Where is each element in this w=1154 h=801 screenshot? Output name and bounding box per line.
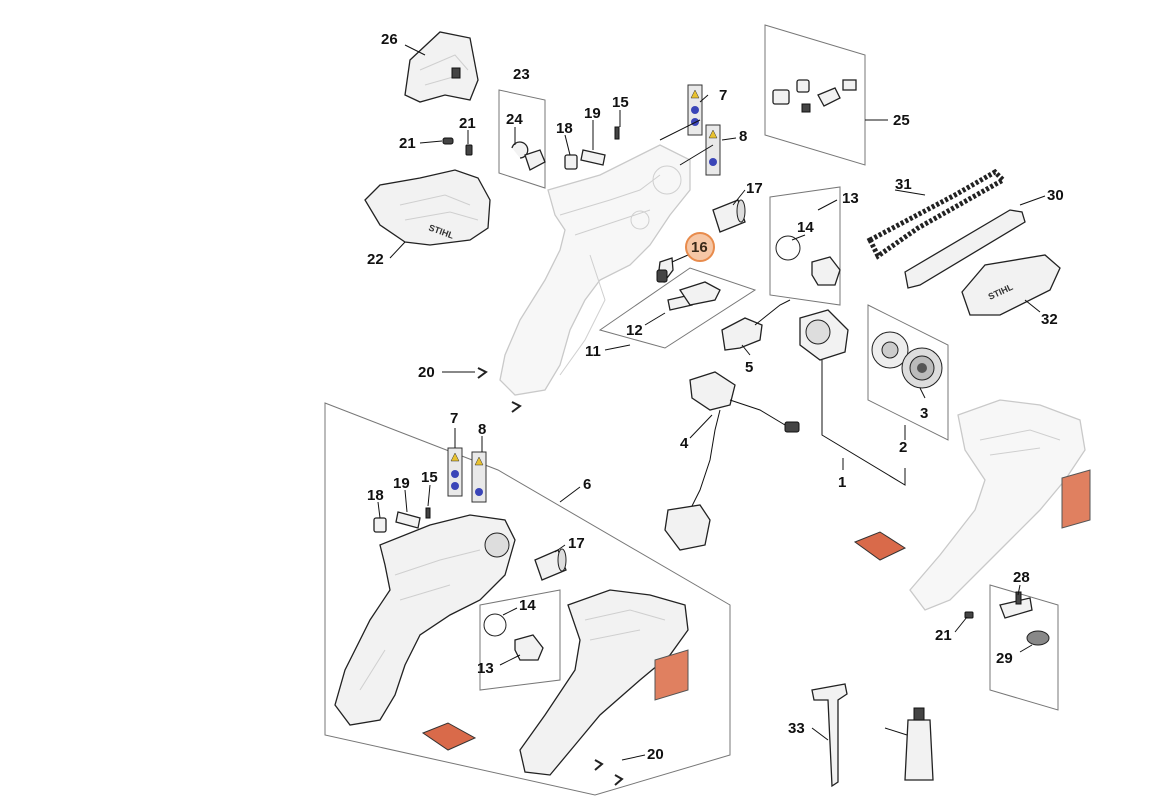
part-8-label-strip bbox=[705, 124, 721, 176]
label-8: 8 bbox=[739, 128, 747, 145]
label-7-bottom: 7 bbox=[450, 410, 458, 427]
label-22: 22 bbox=[367, 251, 384, 268]
label-4: 4 bbox=[680, 435, 689, 452]
decal-bottom-1 bbox=[654, 649, 689, 701]
label-6: 6 bbox=[583, 476, 591, 493]
part-7-label-strip bbox=[687, 84, 703, 136]
label-11: 11 bbox=[585, 343, 601, 360]
label-14: 14 bbox=[797, 219, 814, 236]
part-33-grease-tube bbox=[904, 707, 934, 781]
ghost-housing-top bbox=[499, 144, 691, 396]
label-17-bottom: 17 bbox=[568, 535, 585, 552]
frame-13-bottom bbox=[479, 589, 561, 691]
label-15-bottom: 15 bbox=[421, 469, 438, 486]
label-20-bottom: 20 bbox=[647, 746, 664, 763]
frame-13-top bbox=[769, 186, 841, 306]
part-14-ring-bottom bbox=[483, 613, 544, 661]
label-31: 32 bbox=[1041, 311, 1058, 328]
part-31-bar-cover: STIHL bbox=[961, 254, 1061, 316]
part-5-switch bbox=[721, 299, 791, 351]
part-30-chain bbox=[866, 168, 1008, 260]
part-22-side-cover: STIHL bbox=[364, 169, 491, 246]
label-14-bottom: 14 bbox=[519, 597, 536, 614]
part-18-bolt-bottom bbox=[373, 517, 387, 533]
part-24-clip bbox=[511, 141, 546, 171]
part-3-sprocket bbox=[871, 331, 943, 389]
part-19-pin-bottom bbox=[395, 511, 421, 529]
callout-labels: 26 23 21 21 24 18 19 15 7 8 22 17 13 14 … bbox=[367, 31, 1064, 763]
label-1: 1 bbox=[838, 474, 846, 491]
frame-2 bbox=[867, 304, 949, 441]
label-7: 7 bbox=[719, 87, 727, 104]
label-21b: 21 bbox=[459, 115, 476, 132]
part-32-wrench bbox=[811, 683, 848, 788]
part-7-label-strip-bottom bbox=[447, 447, 463, 497]
label-2: 2 bbox=[899, 439, 907, 456]
part-15-pin-bottom bbox=[425, 507, 431, 519]
part-17-sleeve bbox=[712, 199, 746, 233]
label-19-bottom: 19 bbox=[393, 475, 410, 492]
label-13: 13 bbox=[842, 190, 859, 207]
label-21-right: 21 bbox=[935, 627, 952, 644]
part-28-cap bbox=[1026, 630, 1050, 646]
label-28: 29 bbox=[996, 650, 1013, 667]
housing-bottom-left bbox=[334, 514, 516, 726]
decal-right-2 bbox=[853, 531, 907, 561]
label-23: 23 bbox=[513, 66, 530, 83]
part-14-ring bbox=[775, 235, 841, 286]
part-17-sleeve-bottom bbox=[534, 548, 567, 581]
part-16-screw bbox=[656, 257, 674, 283]
part-15-pin bbox=[614, 126, 620, 140]
label-24: 24 bbox=[506, 111, 523, 128]
label-8-bottom: 8 bbox=[478, 421, 486, 438]
label-27: 28 bbox=[1013, 569, 1030, 586]
highlight-marker bbox=[685, 232, 715, 262]
label-18: 18 bbox=[556, 120, 573, 137]
frame-27 bbox=[989, 584, 1059, 711]
label-32: 33 bbox=[788, 720, 805, 737]
label-16: 16 bbox=[691, 239, 708, 256]
label-26: 26 bbox=[381, 31, 398, 48]
part-8-label-strip-bottom bbox=[471, 451, 487, 503]
label-13-bottom: 13 bbox=[477, 660, 494, 677]
part-21-screw-right bbox=[964, 611, 974, 619]
label-5: 5 bbox=[745, 359, 753, 376]
part-1-motor bbox=[799, 309, 849, 361]
label-25: 25 bbox=[893, 112, 910, 129]
housing-bottom-right bbox=[519, 589, 689, 776]
part-19-pin bbox=[580, 149, 606, 166]
leader-lines bbox=[377, 44, 1046, 761]
frame-25 bbox=[764, 24, 866, 166]
decal-right-1 bbox=[1061, 469, 1091, 529]
part-29-guide-bar bbox=[904, 209, 1026, 289]
part-4-harness bbox=[664, 371, 800, 551]
decal-bottom-2 bbox=[421, 722, 477, 751]
label-20: 20 bbox=[418, 364, 435, 381]
label-30: 31 bbox=[895, 176, 912, 193]
part-26-cover bbox=[404, 31, 479, 103]
label-15: 15 bbox=[612, 94, 629, 111]
ghost-housing-right bbox=[909, 399, 1086, 611]
label-17: 17 bbox=[746, 180, 763, 197]
frame-11 bbox=[598, 267, 757, 349]
frame-6 bbox=[324, 402, 731, 796]
label-21: 21 bbox=[399, 135, 416, 152]
frame-23 bbox=[498, 89, 546, 189]
label-29: 30 bbox=[1047, 187, 1064, 204]
part-20-clip bbox=[477, 367, 624, 786]
label-3: 3 bbox=[920, 405, 928, 422]
part-25-fittings bbox=[772, 79, 857, 113]
part-21-screw bbox=[442, 137, 473, 156]
label-19: 19 bbox=[584, 105, 601, 122]
label-12: 12 bbox=[626, 322, 643, 339]
part-18-bolt bbox=[564, 154, 578, 170]
label-18-bottom: 18 bbox=[367, 487, 384, 504]
part-12-bracket bbox=[667, 281, 721, 311]
